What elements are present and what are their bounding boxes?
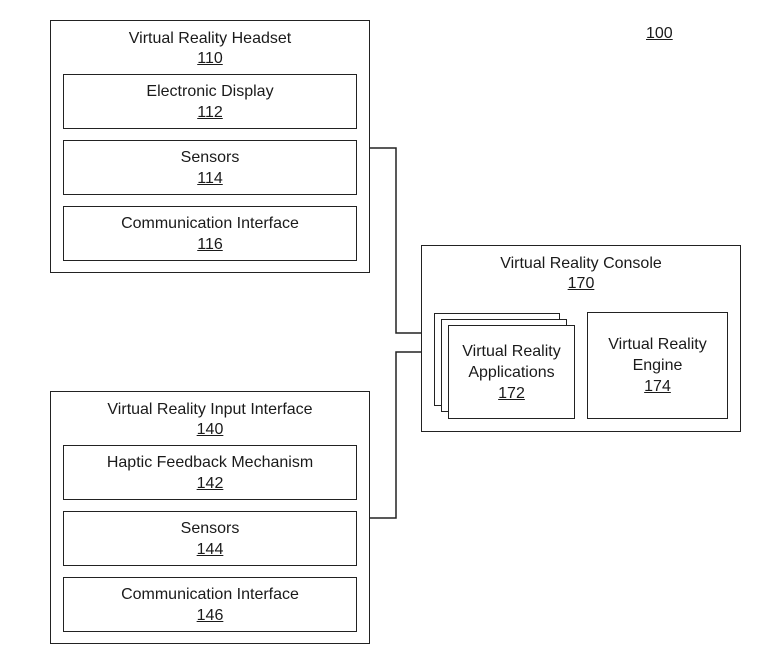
headset-ref: 110 [197, 50, 223, 67]
headset-sensors-box: Sensors 114 [63, 140, 357, 195]
input-sensors-ref: 144 [196, 540, 224, 558]
input-interface-ref: 140 [196, 421, 224, 438]
headset-communication-interface-label: Communication Interface [121, 214, 299, 232]
applications-label: Virtual Reality Applications 172 [448, 325, 575, 419]
console-ref: 170 [567, 275, 595, 292]
applications-label-line2: Applications [468, 363, 555, 381]
headset-communication-interface-ref: 116 [197, 235, 223, 253]
headset-to-console-connector [370, 147, 433, 334]
input-interface-title: Virtual Reality Input Interface 140 [51, 400, 369, 440]
engine-ref: 174 [644, 378, 671, 395]
headset-communication-interface-box: Communication Interface 116 [63, 206, 357, 261]
console-title-text: Virtual Reality Console [500, 255, 662, 272]
applications-ref: 172 [498, 384, 525, 402]
headset-title: Virtual Reality Headset 110 [51, 29, 369, 69]
applications-label-line1: Virtual Reality [462, 342, 561, 360]
input-sensors-label: Sensors [180, 519, 240, 537]
input-communication-interface-ref: 146 [196, 606, 224, 624]
engine-box: Virtual Reality Engine 174 [587, 312, 728, 419]
input-interface-title-text: Virtual Reality Input Interface [107, 401, 313, 418]
engine-label-line2: Engine [632, 357, 683, 374]
input-interface-to-console-connector [370, 351, 433, 519]
electronic-display-label: Electronic Display [146, 82, 274, 100]
electronic-display-box: Electronic Display 112 [63, 74, 357, 129]
input-sensors-box: Sensors 144 [63, 511, 357, 566]
input-interface-box: Virtual Reality Input Interface 140 Hapt… [50, 391, 370, 644]
figure-reference: 100 [646, 25, 673, 42]
headset-box: Virtual Reality Headset 110 Electronic D… [50, 20, 370, 273]
engine-label-line1: Virtual Reality [608, 336, 707, 353]
haptic-feedback-box: Haptic Feedback Mechanism 142 [63, 445, 357, 500]
console-title: Virtual Reality Console 170 [422, 254, 740, 294]
input-communication-interface-box: Communication Interface 146 [63, 577, 357, 632]
input-communication-interface-label: Communication Interface [121, 585, 299, 603]
applications-stack-front [448, 325, 575, 419]
headset-sensors-ref: 114 [197, 169, 223, 187]
haptic-feedback-ref: 142 [196, 474, 224, 492]
electronic-display-ref: 112 [197, 103, 223, 121]
headset-title-text: Virtual Reality Headset [128, 30, 292, 47]
haptic-feedback-label: Haptic Feedback Mechanism [106, 453, 314, 471]
headset-sensors-label: Sensors [180, 148, 240, 166]
